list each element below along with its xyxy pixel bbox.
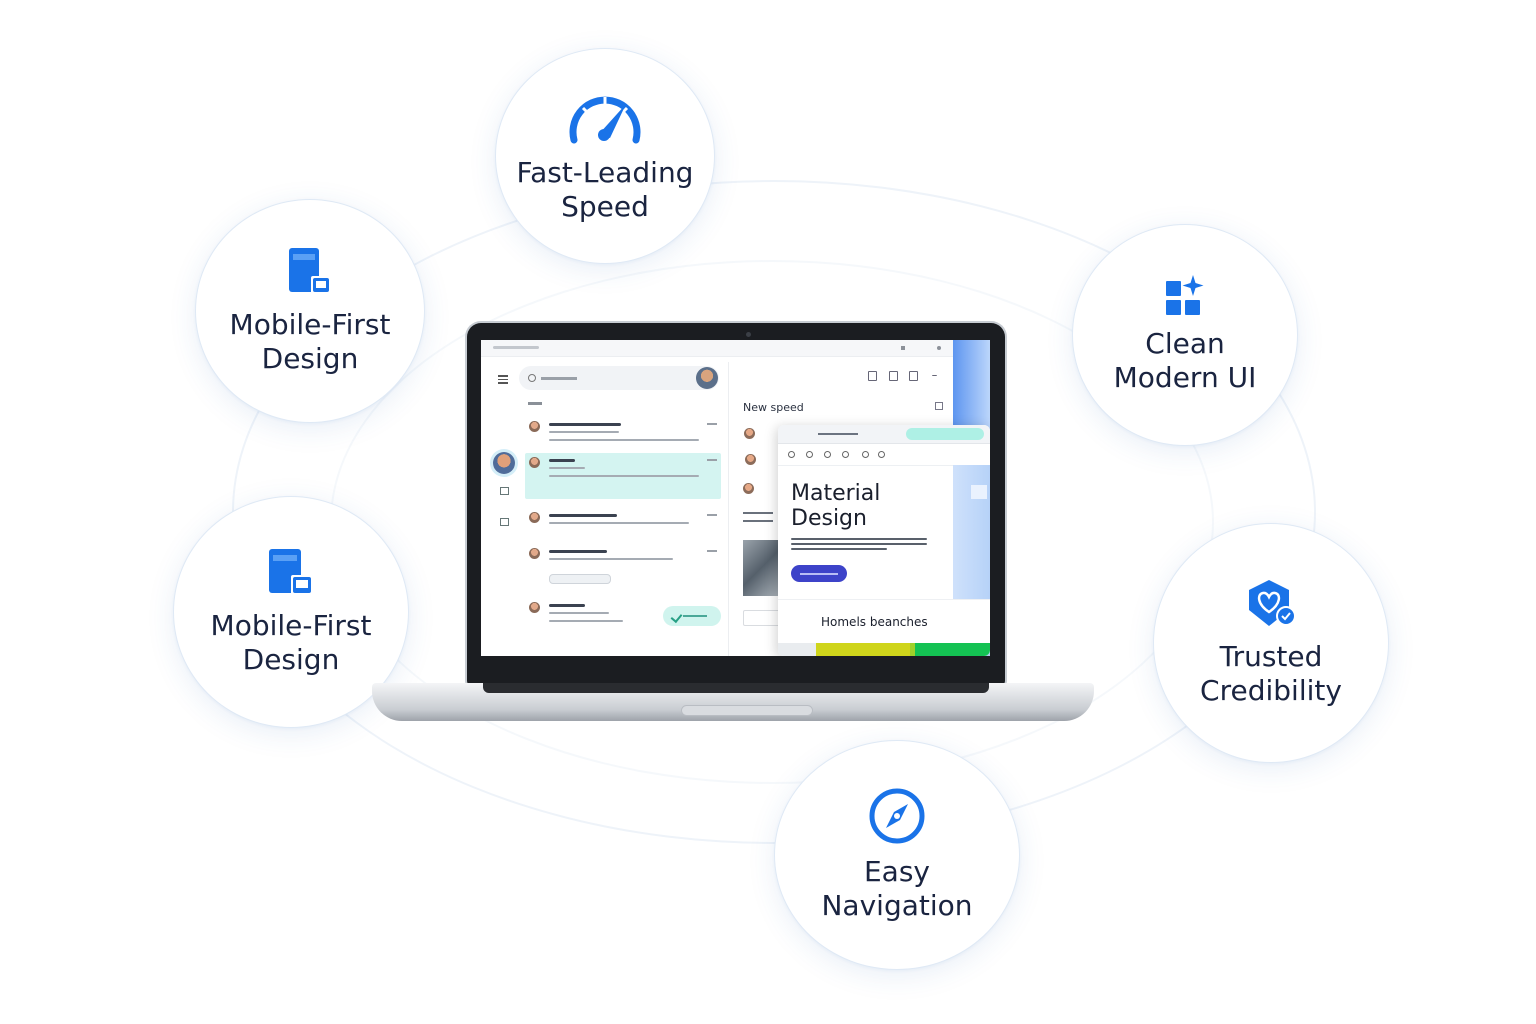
compass-icon bbox=[868, 787, 926, 845]
laptop-hinge bbox=[483, 683, 989, 693]
pane-divider bbox=[728, 362, 729, 656]
feature-easy-navigation: Easy Navigation bbox=[774, 740, 1020, 970]
feature-label: Fast-Leading Speed bbox=[516, 156, 694, 223]
devices-icon bbox=[267, 547, 315, 599]
panel-heading: New speed bbox=[743, 401, 804, 414]
avatar bbox=[529, 602, 540, 613]
sidebar-icon[interactable] bbox=[500, 487, 509, 495]
avatar bbox=[529, 512, 540, 523]
avatar bbox=[529, 421, 540, 432]
browser-top-bar bbox=[481, 340, 953, 357]
search-icon bbox=[528, 374, 536, 382]
toolbar-icon[interactable] bbox=[824, 451, 831, 458]
address-bar[interactable] bbox=[493, 346, 539, 349]
feature-label: Easy Navigation bbox=[821, 855, 973, 922]
avatar bbox=[529, 457, 540, 468]
card-cta-button[interactable] bbox=[791, 565, 847, 582]
avatar bbox=[529, 548, 540, 559]
toolbar-icon[interactable] bbox=[862, 451, 869, 458]
search-bar[interactable] bbox=[519, 366, 719, 390]
material-design-card: Material Design Homels beanches bbox=[778, 425, 990, 656]
list-item[interactable] bbox=[525, 508, 721, 548]
toolbar-icon[interactable] bbox=[788, 451, 795, 458]
apps-icon bbox=[1164, 275, 1206, 317]
feature-trusted-credibility: Trusted Credibility bbox=[1153, 523, 1389, 763]
panel-icon[interactable] bbox=[935, 402, 943, 410]
list-item[interactable] bbox=[525, 598, 721, 638]
card-toolbar bbox=[778, 443, 990, 466]
avatar[interactable] bbox=[696, 367, 718, 389]
card-title: Material Design bbox=[791, 481, 881, 531]
shield-heart-icon bbox=[1243, 578, 1299, 630]
toolbar-icon[interactable] bbox=[842, 451, 849, 458]
image-thumbnail[interactable] bbox=[743, 540, 779, 596]
feature-clean-modern-ui: Clean Modern UI bbox=[1072, 224, 1298, 446]
list-item[interactable] bbox=[525, 544, 721, 590]
feature-mobile-first-design-2: Mobile-First Design bbox=[173, 496, 409, 728]
menu-icon[interactable] bbox=[498, 375, 508, 386]
toolbar-icon[interactable] bbox=[806, 451, 813, 458]
sidebar-icon[interactable] bbox=[500, 518, 509, 526]
toolbar-icon[interactable] bbox=[878, 451, 885, 458]
window-control[interactable] bbox=[901, 346, 905, 350]
toolbar-icon[interactable] bbox=[909, 371, 918, 381]
devices-icon bbox=[287, 246, 333, 298]
toolbar-icon[interactable] bbox=[889, 371, 898, 381]
card-browser-bar bbox=[778, 425, 990, 444]
avatar bbox=[744, 428, 755, 439]
avatar bbox=[745, 454, 756, 465]
sidebar-avatar[interactable] bbox=[493, 452, 515, 474]
toolbar-icon[interactable] bbox=[868, 371, 877, 381]
card-tab-pill[interactable] bbox=[906, 428, 984, 440]
feature-label: Clean Modern UI bbox=[1113, 327, 1257, 394]
avatar bbox=[743, 483, 754, 494]
laptop-camera bbox=[746, 332, 751, 337]
action-chip[interactable] bbox=[663, 606, 721, 626]
list-item-selected[interactable] bbox=[525, 453, 721, 499]
feature-label: Mobile-First Design bbox=[210, 609, 372, 676]
card-footer-text: Homels beanches bbox=[821, 615, 928, 629]
card-color-bar bbox=[816, 643, 990, 656]
laptop-trackpad-notch bbox=[681, 705, 813, 716]
list-item[interactable] bbox=[525, 417, 721, 457]
feature-mobile-first-design: Mobile-First Design bbox=[195, 199, 425, 423]
list-heading bbox=[528, 402, 542, 405]
laptop-screen: New speed Material Design Homels beanche… bbox=[481, 340, 990, 656]
card-side-panel bbox=[953, 465, 990, 599]
feature-label: Mobile-First Design bbox=[229, 308, 391, 375]
feature-fast-loading-speed: Fast-Leading Speed bbox=[495, 48, 715, 264]
secondary-button[interactable] bbox=[743, 610, 781, 626]
check-icon bbox=[670, 610, 683, 624]
toolbar-icon[interactable] bbox=[932, 371, 937, 376]
window-control[interactable] bbox=[937, 346, 941, 350]
speedometer-icon bbox=[566, 88, 644, 146]
feature-label: Trusted Credibility bbox=[1200, 640, 1342, 707]
